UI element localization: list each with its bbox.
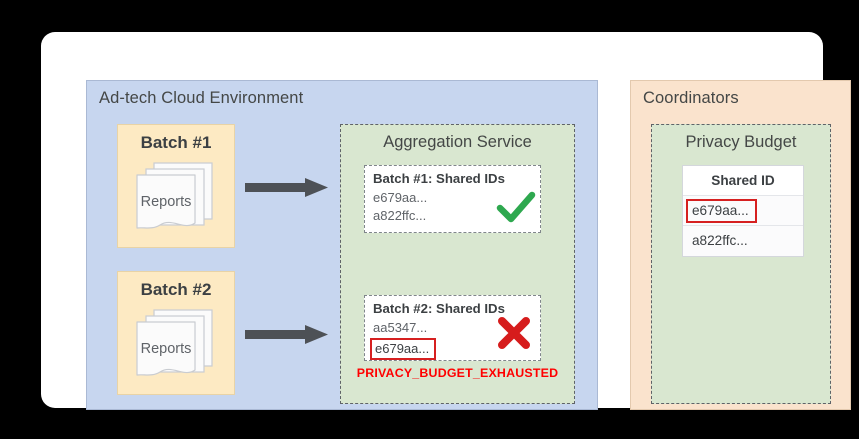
aggregation-service-title: Aggregation Service — [383, 133, 532, 151]
batch-2-shared-ids-card: Batch #2: Shared IDs aa5347... e679aa... — [364, 295, 541, 361]
arrow-batch-2-to-aggregation — [245, 324, 329, 346]
batch-1-shared-id-1: a822ffc... — [373, 208, 427, 223]
aggregation-service-panel: Aggregation Service Batch #1: Shared IDs… — [340, 124, 575, 404]
batch-2-shared-ids-title: Batch #2: Shared IDs — [373, 301, 505, 316]
documents-stack-icon: Reports — [132, 308, 224, 386]
shared-id-value: e679aa... — [686, 199, 757, 223]
privacy-budget-exhausted-error: PRIVACY_BUDGET_EXHAUSTED — [356, 366, 559, 380]
adtech-panel-title: Ad-tech Cloud Environment — [99, 89, 304, 107]
batch-2-box: Batch #2 Reports — [117, 271, 235, 395]
coordinators-panel-title: Coordinators — [643, 89, 739, 107]
privacy-budget-title: Privacy Budget — [685, 133, 797, 151]
reports-icon-label: Reports — [141, 341, 192, 357]
batch-2-label: Batch #2 — [140, 280, 212, 299]
batch-1-shared-ids-title: Batch #1: Shared IDs — [373, 171, 505, 186]
batch-1-box: Batch #1 Reports — [117, 124, 235, 248]
shared-id-table: Shared ID e679aa... a822ffc... — [682, 165, 804, 257]
table-row: e679aa... — [683, 196, 803, 226]
cross-mark-icon — [491, 310, 537, 356]
coordinators-panel: Coordinators Privacy Budget Shared ID e6… — [630, 80, 851, 410]
batch-2-shared-id-0: aa5347... — [373, 320, 428, 335]
shared-id-cell-flagged: e679aa... — [683, 196, 803, 226]
check-mark-icon — [493, 184, 539, 230]
shared-id-table-header: Shared ID — [683, 166, 803, 196]
privacy-budget-panel: Privacy Budget Shared ID e679aa... a822f… — [651, 124, 831, 404]
adtech-cloud-environment-panel: Ad-tech Cloud Environment Batch #1 Repor… — [86, 80, 598, 410]
documents-stack-icon: Reports — [132, 161, 224, 239]
batch-1-shared-id-0: e679aa... — [373, 190, 428, 205]
batch-2-shared-id-1-flagged: e679aa... — [370, 338, 437, 360]
arrow-batch-1-to-aggregation — [245, 177, 329, 199]
shared-id-cell: a822ffc... — [692, 233, 748, 248]
diagram-card: Ad-tech Cloud Environment Batch #1 Repor… — [41, 32, 851, 410]
table-row: a822ffc... — [683, 226, 803, 256]
batch-1-label: Batch #1 — [140, 133, 212, 152]
reports-icon-label: Reports — [141, 194, 192, 210]
batch-1-shared-ids-card: Batch #1: Shared IDs e679aa... a822ffc..… — [364, 165, 541, 233]
